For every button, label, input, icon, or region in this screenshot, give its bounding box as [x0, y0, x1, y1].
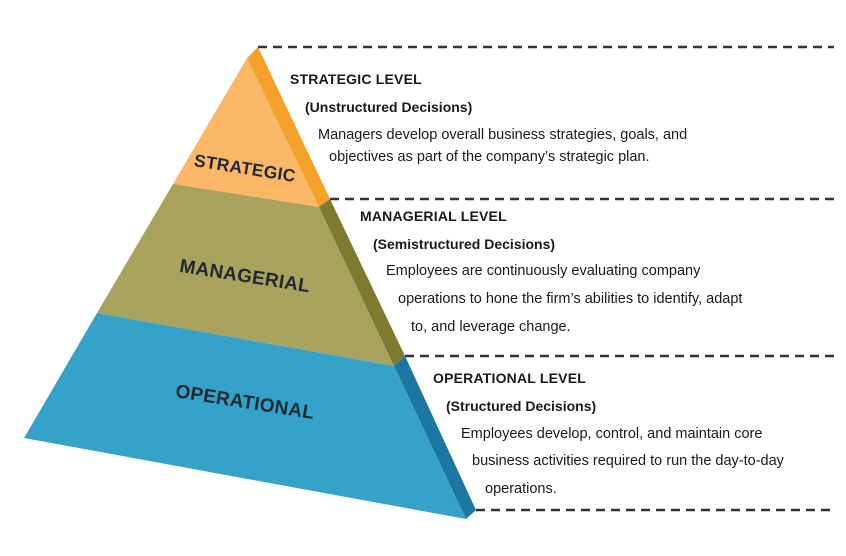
- managerial-level-title: MANAGERIAL LEVEL: [360, 208, 507, 224]
- operational-description-line: Employees develop, control, and maintain…: [461, 426, 763, 442]
- strategic-description-line: objectives as part of the company’s stra…: [329, 149, 650, 165]
- operational-decision-type: (Structured Decisions): [446, 398, 597, 414]
- managerial-tier-side: [319, 199, 405, 366]
- managerial-description-line: operations to hone the firm’s abilities …: [398, 291, 743, 307]
- strategic-tier-side: [247, 47, 330, 207]
- managerial-description-line: Employees are continuously evaluating co…: [386, 263, 701, 279]
- operational-tier-side: [394, 356, 476, 519]
- managerial-tier-face: [97, 184, 394, 366]
- strategic-tier-face: [173, 58, 319, 207]
- strategic-decision-type: (Unstructured Decisions): [305, 99, 473, 115]
- operational-description-line: operations.: [485, 481, 557, 497]
- operational-tier-face: [24, 313, 466, 519]
- managerial-decision-type: (Semistructured Decisions): [373, 236, 556, 252]
- operational-description-line: business activities required to run the …: [472, 453, 784, 469]
- strategic-level-title: STRATEGIC LEVEL: [290, 71, 422, 87]
- managerial-description-line: to, and leverage change.: [411, 319, 571, 335]
- operational-level-title: OPERATIONAL LEVEL: [433, 370, 587, 386]
- strategic-description-line: Managers develop overall business strate…: [318, 127, 688, 143]
